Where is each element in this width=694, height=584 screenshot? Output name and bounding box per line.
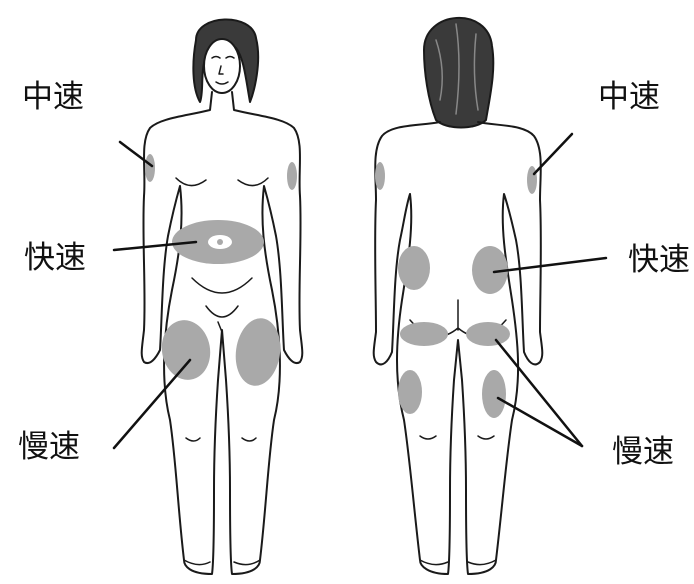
back-left-flank-region	[398, 246, 430, 290]
back-right-arm-region	[527, 166, 537, 194]
back-fast-pointer	[494, 258, 606, 272]
front-medium-label: 中速	[22, 82, 84, 113]
back-left-thigh-region	[398, 370, 422, 414]
back-slow-label: 慢速	[612, 437, 674, 468]
back-slow-pointer-a	[496, 340, 582, 446]
back-regions	[375, 162, 537, 418]
back-right-thigh-region	[482, 370, 506, 418]
back-slow-pointer-b	[498, 398, 582, 446]
back-left-buttock-region	[400, 322, 448, 346]
back-figure	[374, 18, 543, 574]
front-right-arm-region	[287, 162, 297, 190]
back-medium-label: 中速	[598, 82, 660, 113]
back-fast-label: 快速	[628, 245, 690, 276]
front-slow-pointer	[114, 360, 190, 448]
front-fast-label: 快速	[24, 243, 86, 274]
front-left-arm-region	[145, 154, 155, 182]
front-slow-label: 慢速	[18, 432, 80, 463]
back-left-arm-region	[375, 162, 385, 190]
front-medium-pointer	[120, 142, 152, 166]
back-right-buttock-region	[466, 322, 510, 346]
front-face	[204, 39, 240, 93]
front-figure	[142, 19, 303, 574]
back-body-outline	[374, 122, 543, 574]
front-right-thigh-region	[231, 315, 284, 388]
